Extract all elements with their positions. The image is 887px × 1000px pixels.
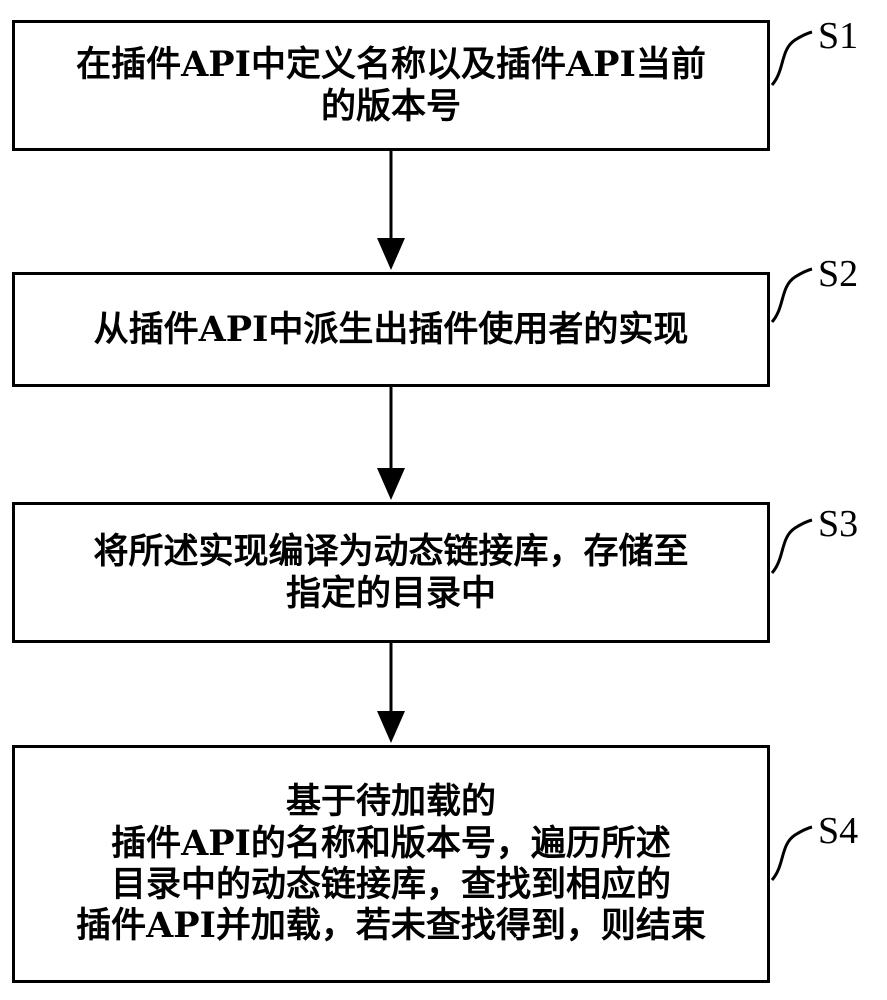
step-text-s3: 将所述实现编译为动态链接库，存储至 指定的目录中 [93, 531, 689, 614]
step-label-s3: S3 [818, 503, 859, 545]
step-label-s4: S4 [818, 810, 859, 852]
step-box-s3: 将所述实现编译为动态链接库，存储至 指定的目录中 [12, 502, 770, 643]
step-text-s4: 基于待加载的 插件API的名称和版本号，遍历所述 目录中的动态链接库，查找到相应… [76, 781, 706, 947]
leader-s3 [770, 518, 813, 574]
step-box-s1: 在插件API中定义名称以及插件API当前 的版本号 [12, 20, 770, 151]
step-label-s2: S2 [818, 253, 859, 295]
leader-s4 [770, 825, 813, 881]
step-box-s4: 基于待加载的 插件API的名称和版本号，遍历所述 目录中的动态链接库，查找到相应… [12, 745, 770, 983]
arrow-s3-to-s4 [377, 643, 405, 743]
arrow-s2-to-s3 [377, 387, 405, 500]
leader-s2 [770, 267, 813, 323]
leader-s1 [770, 30, 813, 86]
step-label-s1: S1 [818, 15, 859, 57]
step-text-s1: 在插件API中定义名称以及插件API当前 的版本号 [76, 44, 706, 127]
step-text-s2: 从插件API中派生出插件使用者的实现 [93, 308, 689, 350]
step-box-s2: 从插件API中派生出插件使用者的实现 [12, 272, 770, 387]
arrow-s1-to-s2 [377, 151, 405, 270]
